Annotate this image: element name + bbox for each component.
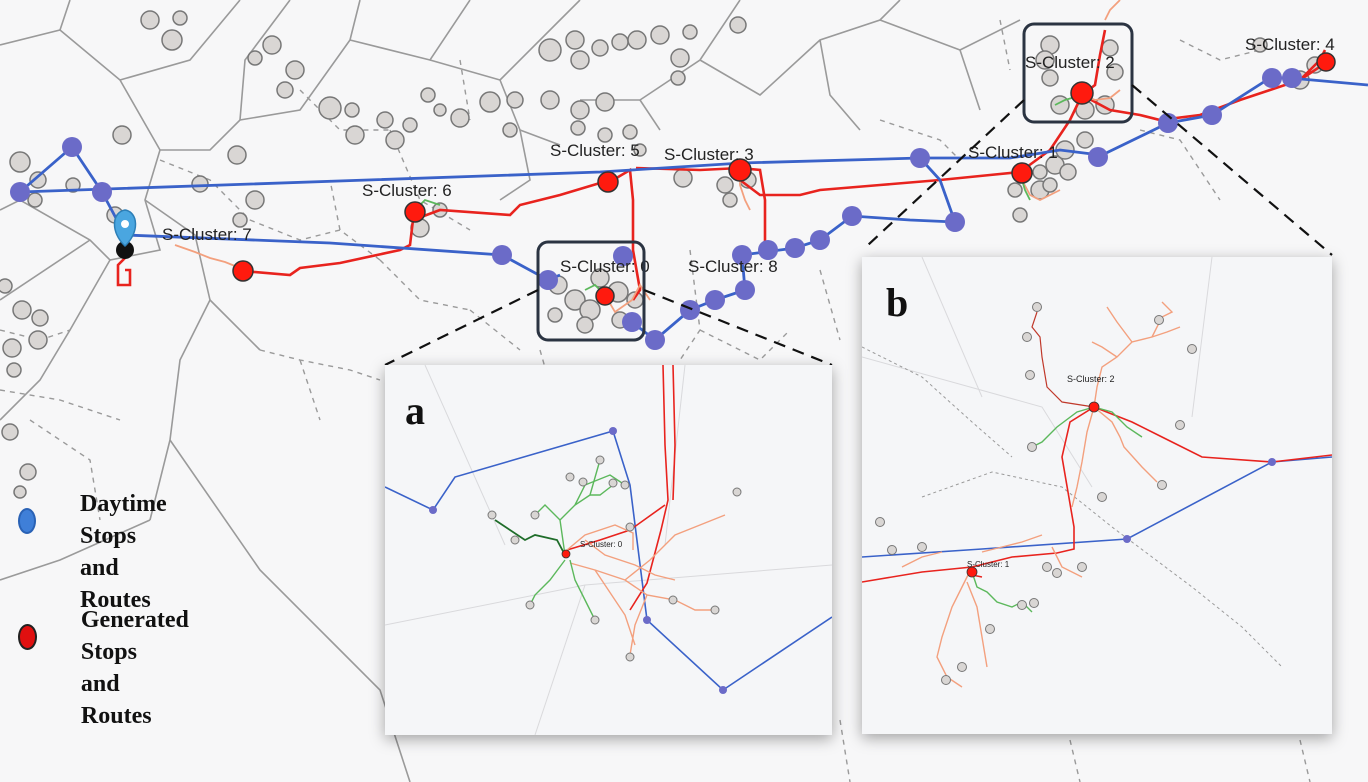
cluster-label: S-Cluster: 6 — [362, 181, 452, 200]
legend-generated-line2: and Routes — [80, 671, 152, 729]
inset-b-darkred-branches — [1031, 311, 1095, 408]
candidate-stops — [0, 10, 1324, 499]
legend-label-generated: Generated Stops and Routes — [81, 604, 196, 732]
inset-a-letter: a — [405, 388, 425, 433]
inset-b-daytime-stops — [1123, 458, 1276, 543]
inset-a-darkgreen-branch — [494, 519, 566, 556]
inset-a-canvas: S-Cluster: 0 — [385, 365, 832, 735]
cluster-labels: S-Cluster: 5 S-Cluster: 3 S-Cluster: 6 S… — [162, 35, 1335, 276]
legend-daytime-line1: Daytime Stops — [80, 491, 167, 549]
inset-b-cluster-label: S-Cluster: 1 — [967, 560, 1010, 569]
inset-a-green-branches — [529, 459, 626, 621]
generated-stops — [232, 52, 1336, 306]
legend-item-generated: Generated Stops and Routes — [18, 604, 196, 732]
inset-b-canvas: S-Cluster: 2 S-Cluster: 1 — [862, 257, 1332, 688]
inset-a-cluster-label: S-Cluster: 0 — [580, 540, 623, 549]
inset-b-daytime-route — [862, 456, 1332, 558]
inset-a-daytime-route — [385, 430, 832, 692]
inset-b-green-branches — [971, 406, 1143, 613]
inset-b-orange-branches — [901, 301, 1181, 688]
legend-daytime-line2: and Routes — [80, 555, 151, 613]
inset-a-orange-branches — [566, 514, 726, 656]
cluster-label: S-Cluster: 7 — [162, 225, 252, 244]
inset-a-daytime-stops — [429, 427, 727, 694]
inset-b-generated-route — [862, 406, 1332, 583]
legend-generated-line1: Generated Stops — [80, 607, 189, 665]
cluster-label: S-Cluster: 5 — [550, 141, 640, 160]
inset-b-generated-stops — [966, 401, 1100, 578]
legend-item-daytime: Daytime Stops and Routes — [18, 488, 175, 616]
inset-b-candidate-stops — [875, 302, 1197, 685]
inset-a-generated-stop — [561, 549, 571, 559]
daytime-stop-marker — [18, 508, 36, 534]
inset-a: S-Cluster: 0 a — [385, 365, 832, 735]
cluster-label: S-Cluster: 0 — [560, 257, 650, 276]
inset-b-letter: b — [886, 280, 909, 325]
depot-marker-icon — [113, 209, 137, 259]
inset-b-cluster-label: S-Cluster: 2 — [1067, 374, 1115, 384]
cluster-label: S-Cluster: 4 — [1245, 35, 1335, 54]
inset-a-candidate-stops — [487, 455, 742, 662]
legend-label-daytime: Daytime Stops and Routes — [80, 488, 175, 616]
highlight-box-b — [1022, 22, 1134, 124]
cluster-label: S-Cluster: 8 — [688, 257, 778, 276]
zoom-connectors — [384, 84, 1333, 367]
voronoi-dashed-boundaries — [0, 19, 1311, 782]
inset-a-generated-route — [566, 365, 676, 611]
inset-b: S-Cluster: 2 S-Cluster: 1 b — [862, 257, 1332, 734]
cluster-label: S-Cluster: 3 — [664, 145, 754, 164]
cluster-label: S-Cluster: 1 — [968, 143, 1058, 162]
cluster-label: S-Cluster: 2 — [1025, 53, 1115, 72]
generated-stop-marker — [18, 624, 37, 650]
daytime-stops — [10, 68, 1302, 350]
